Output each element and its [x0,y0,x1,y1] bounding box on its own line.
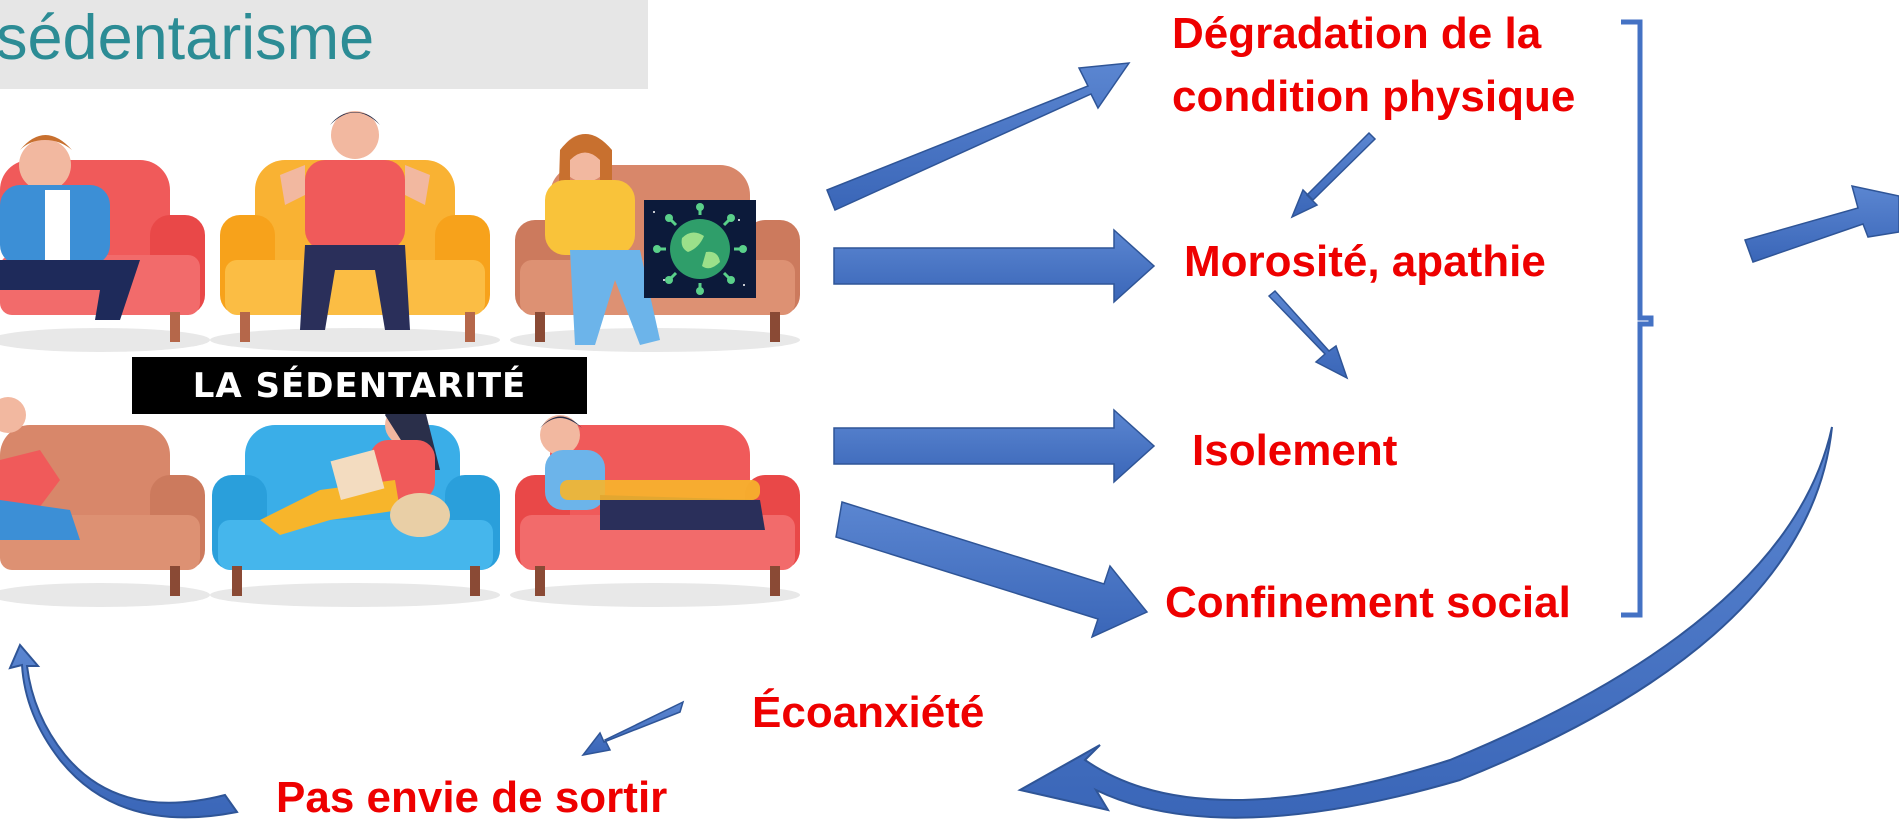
sedentary-illustration [0,111,800,607]
person-6 [540,415,765,530]
person-4 [0,397,80,540]
coronavirus-globe-icon [644,200,756,298]
grouping-bracket [1621,19,1654,618]
title-box: sédentarisme [0,0,648,89]
arrow-to-isolement [833,408,1156,484]
label-degradation-line1: Dégradation de la [1172,9,1542,58]
arrow-to-degradation [826,62,1131,212]
curved-arrow-to-ecoanxiete [1017,426,1833,819]
label-degradation-line2: condition physique [1172,72,1576,121]
label-ecoanxiete: Écoanxiété [752,688,985,737]
arrow-to-confinement [835,501,1149,639]
person-5 [260,401,450,537]
arrow-right-offscreen [1744,185,1899,263]
arrow-ecoanxiete-to-pas-envie [581,700,685,757]
label-pas-envie: Pas envie de sortir [276,773,668,822]
curved-arrow-to-sedentarite [8,643,239,819]
label-isolement: Isolement [1192,426,1398,475]
label-morosite: Morosité, apathie [1184,237,1546,286]
arrow-morosite-to-isolement [1267,289,1349,380]
person-2 [280,111,430,330]
label-confinement: Confinement social [1165,578,1571,627]
arrow-to-morosite [833,228,1156,304]
arrow-degradation-to-morosite [1290,131,1377,219]
slide-title: sédentarisme [0,3,375,73]
sedentarite-banner: LA SÉDENTARITÉ [132,357,587,414]
person-1 [0,135,140,320]
person-3 [545,134,660,345]
